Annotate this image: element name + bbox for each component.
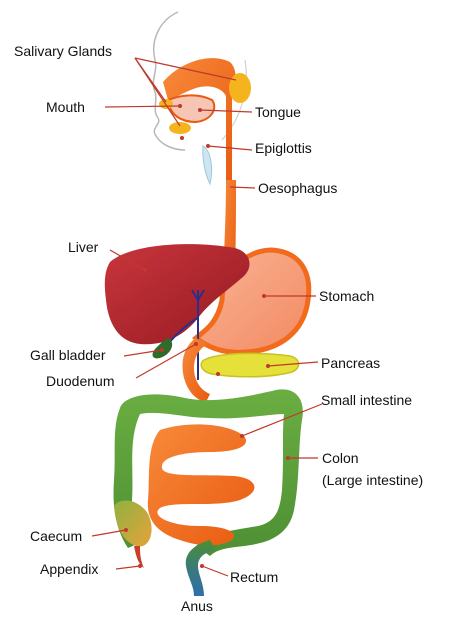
label-duodenum: Duodenum <box>46 373 115 389</box>
stomach-shape <box>191 247 312 355</box>
label-oesophagus: Oesophagus <box>258 180 337 196</box>
label-anus: Anus <box>181 598 213 614</box>
label-rectum: Rectum <box>230 569 278 585</box>
labels: Salivary Glands Mouth Tongue Epiglottis … <box>14 43 423 614</box>
liver-shape <box>104 244 250 345</box>
duodenum-shape <box>182 338 210 402</box>
label-tongue: Tongue <box>255 104 301 120</box>
label-small-intestine: Small intestine <box>321 392 412 408</box>
rectum-shape <box>185 540 216 596</box>
label-epiglottis: Epiglottis <box>255 140 312 156</box>
pancreas-shape <box>200 352 300 378</box>
small-intestine-shape <box>147 424 255 546</box>
label-appendix: Appendix <box>40 561 98 577</box>
label-colon: Colon <box>322 450 359 466</box>
label-stomach: Stomach <box>319 288 374 304</box>
label-pancreas: Pancreas <box>321 355 380 371</box>
label-mouth: Mouth <box>46 99 85 115</box>
label-liver: Liver <box>68 239 99 255</box>
label-colon-sub: (Large intestine) <box>322 472 423 488</box>
caecum-shape <box>114 500 152 547</box>
label-gall-bladder: Gall bladder <box>30 347 106 363</box>
label-caecum: Caecum <box>30 528 82 544</box>
oral-cavity <box>163 58 236 186</box>
label-salivary-glands: Salivary Glands <box>14 43 112 59</box>
epiglottis-shape <box>202 145 213 186</box>
appendix-shape <box>134 546 144 568</box>
leader-lines <box>91 57 323 577</box>
